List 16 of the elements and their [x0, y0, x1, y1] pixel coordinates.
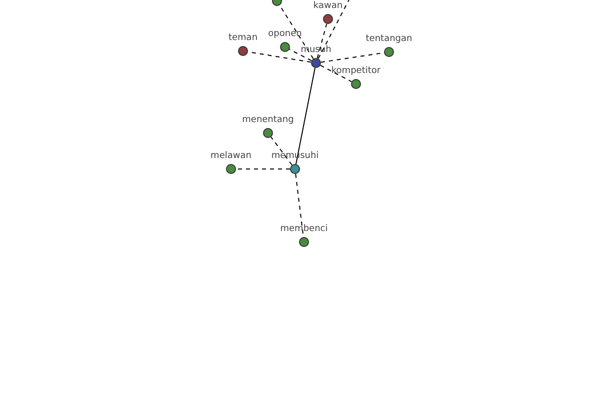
- node-label: melawan: [210, 151, 252, 161]
- node-label: kawan: [313, 1, 343, 11]
- node-label: kompetitor: [331, 66, 381, 76]
- node-label: musuh: [300, 45, 332, 55]
- node-label: tentangan: [366, 34, 412, 44]
- connector-line: [320, 64, 352, 82]
- node-label: teman: [228, 33, 258, 43]
- node-label: oponen: [268, 29, 302, 39]
- node-label: menentang: [242, 115, 294, 125]
- connector-line: [318, 0, 352, 60]
- connector-line: [295, 67, 316, 165]
- node-label: membenci: [280, 224, 328, 234]
- connector-line: [236, 168, 290, 170]
- connector-line: [279, 4, 314, 60]
- connector-line: [316, 23, 328, 59]
- connector-line: [288, 48, 312, 62]
